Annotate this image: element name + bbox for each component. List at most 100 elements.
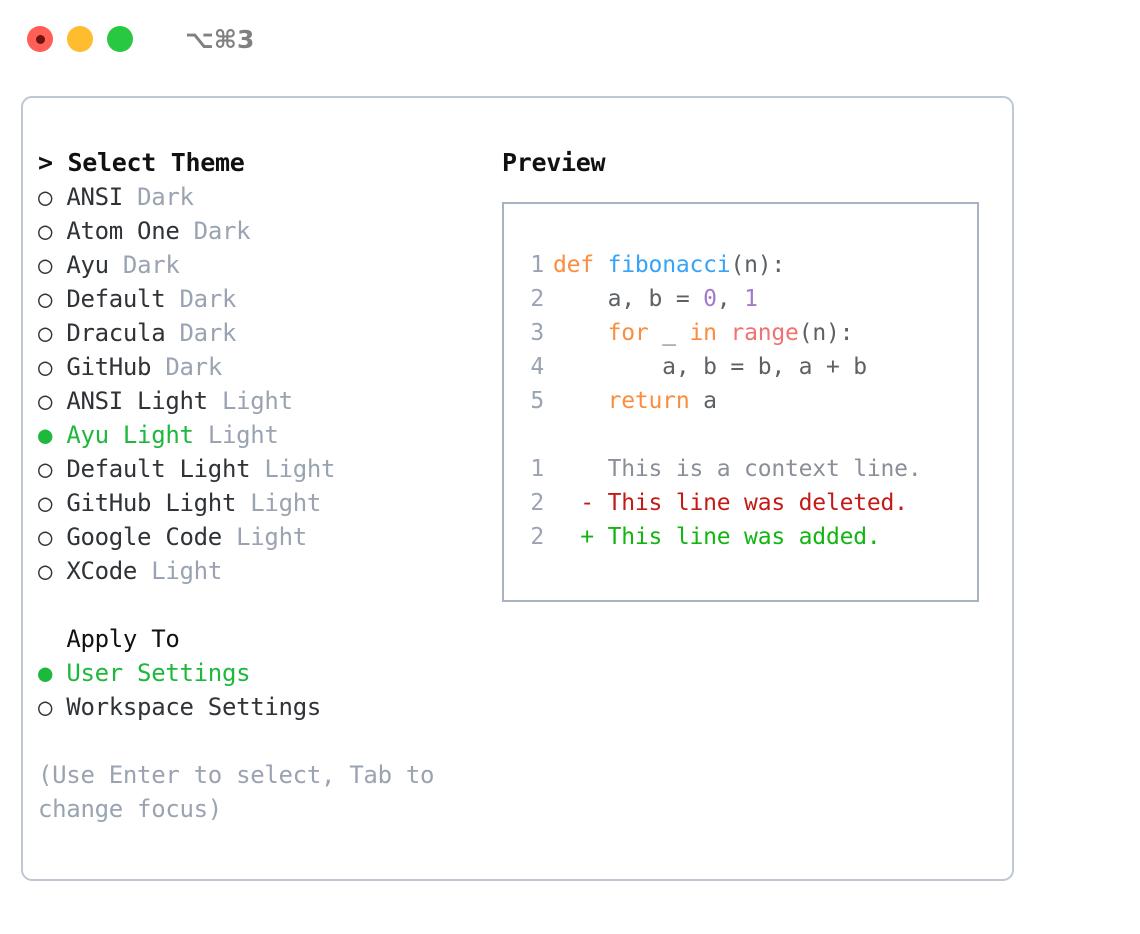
code-token: a, b = bbox=[553, 286, 704, 312]
theme-option-item-label: Ayu bbox=[66, 251, 109, 279]
radio-unselected-icon: ○ bbox=[38, 523, 53, 551]
line-number: 2 bbox=[530, 286, 544, 312]
maximize-button[interactable] bbox=[107, 26, 133, 52]
theme-option-item[interactable]: ○ XCode Light bbox=[38, 554, 478, 588]
radio-unselected-icon: ○ bbox=[38, 251, 53, 279]
theme-option-item-label: Google Code bbox=[66, 523, 222, 551]
diff-line-add: 2 + This line was added. bbox=[522, 520, 977, 554]
theme-option-item-variant: Light bbox=[264, 455, 336, 483]
radio-unselected-icon: ○ bbox=[38, 319, 53, 347]
apply-to-heading: Apply To bbox=[38, 622, 478, 656]
apply-to-option-item[interactable]: ○ Workspace Settings bbox=[38, 690, 478, 724]
title-bar: ⌥⌘3 bbox=[0, 0, 1140, 78]
code-line: 4 a, b = b, a + b bbox=[522, 350, 977, 384]
code-line: 5 return a bbox=[522, 384, 977, 418]
code-token: , bbox=[716, 286, 745, 312]
select-theme-heading: > Select Theme bbox=[38, 146, 478, 180]
window-controls bbox=[27, 26, 147, 52]
radio-unselected-icon: ○ bbox=[38, 693, 53, 721]
theme-option-item-label: Ayu Light bbox=[66, 421, 194, 449]
theme-option-item[interactable]: ○ Atom One Dark bbox=[38, 214, 478, 248]
diff-line-text: - This line was deleted. bbox=[553, 490, 908, 516]
code-diff-spacer bbox=[522, 418, 977, 452]
preview-heading: Preview bbox=[502, 148, 606, 177]
theme-selector-dialog: > Select Theme ○ ANSI Dark○ Atom One Dar… bbox=[21, 96, 1014, 881]
line-number: 5 bbox=[530, 388, 544, 414]
theme-option-item-label: ANSI Light bbox=[66, 387, 208, 415]
theme-option-item[interactable]: ● Ayu Light Light bbox=[38, 418, 478, 452]
theme-option-item-label: GitHub Light bbox=[66, 489, 237, 517]
section-spacer bbox=[38, 588, 478, 622]
code-token: 1 bbox=[744, 286, 758, 312]
line-number: 2 bbox=[530, 490, 544, 516]
theme-option-item[interactable]: ○ Default Dark bbox=[38, 282, 478, 316]
minimize-button[interactable] bbox=[67, 26, 93, 52]
apply-to-option-list: ● User Settings○ Workspace Settings bbox=[38, 656, 478, 724]
code-token: fibonacci bbox=[607, 252, 731, 278]
code-token: return bbox=[607, 388, 690, 414]
theme-option-item-label: ANSI bbox=[66, 183, 123, 211]
code-token: for bbox=[607, 320, 649, 346]
line-number: 3 bbox=[530, 320, 544, 346]
code-token: def bbox=[553, 252, 594, 278]
radio-selected-icon: ● bbox=[38, 421, 53, 449]
diff-sample: 1 This is a context line. 2 - This line w… bbox=[522, 452, 977, 554]
code-token: (n): bbox=[730, 252, 786, 278]
radio-unselected-icon: ○ bbox=[38, 183, 53, 211]
radio-unselected-icon: ○ bbox=[38, 353, 53, 381]
code-token: range bbox=[730, 320, 799, 346]
theme-option-item-variant: Dark bbox=[137, 183, 194, 211]
theme-option-item[interactable]: ○ ANSI Light Light bbox=[38, 384, 478, 418]
theme-option-item[interactable]: ○ Default Light Light bbox=[38, 452, 478, 486]
theme-option-item[interactable]: ○ Dracula Dark bbox=[38, 316, 478, 350]
apply-to-option-item-label: Workspace Settings bbox=[66, 693, 321, 721]
line-number: 2 bbox=[530, 524, 544, 550]
radio-unselected-icon: ○ bbox=[38, 557, 53, 585]
line-number: 1 bbox=[530, 456, 544, 482]
code-token bbox=[717, 320, 731, 346]
apply-to-option-item[interactable]: ● User Settings bbox=[38, 656, 478, 690]
radio-unselected-icon: ○ bbox=[38, 455, 53, 483]
radio-unselected-icon: ○ bbox=[38, 489, 53, 517]
theme-option-item-variant: Dark bbox=[179, 319, 237, 347]
close-button[interactable] bbox=[27, 26, 53, 52]
code-token: 0 bbox=[703, 286, 717, 312]
theme-option-item[interactable]: ○ Google Code Light bbox=[38, 520, 478, 554]
theme-option-item-variant: Light bbox=[250, 489, 322, 517]
diff-line-ctx: 1 This is a context line. bbox=[522, 452, 977, 486]
prompt-caret: > bbox=[38, 148, 53, 177]
code-line: 3 for _ in range(n): bbox=[522, 316, 977, 350]
keyboard-hint-text: (Use Enter to select, Tab to change focu… bbox=[38, 761, 435, 823]
theme-option-item-variant: Light bbox=[207, 421, 279, 449]
code-token: a bbox=[689, 388, 717, 414]
theme-option-item-label: Default Light bbox=[66, 455, 251, 483]
code-token: a, b = b, a + b bbox=[553, 354, 867, 380]
diff-line-text: + This line was added. bbox=[553, 524, 881, 550]
theme-option-item-variant: Light bbox=[151, 557, 222, 585]
code-line: 2 a, b = 0, 1 bbox=[522, 282, 977, 316]
theme-option-item[interactable]: ○ GitHub Dark bbox=[38, 350, 478, 384]
radio-unselected-icon: ○ bbox=[38, 217, 53, 245]
theme-option-item-label: XCode bbox=[66, 557, 138, 585]
theme-option-item-variant: Dark bbox=[193, 217, 251, 245]
radio-selected-icon: ● bbox=[38, 659, 53, 687]
theme-option-item[interactable]: ○ Ayu Dark bbox=[38, 248, 478, 282]
theme-option-list: ○ ANSI Dark○ Atom One Dark○ Ayu Dark○ De… bbox=[38, 180, 478, 588]
theme-option-item[interactable]: ○ GitHub Light Light bbox=[38, 486, 478, 520]
theme-option-item-label: Dracula bbox=[66, 319, 166, 347]
theme-option-item-variant: Light bbox=[221, 387, 293, 415]
theme-option-item-label: Atom One bbox=[66, 217, 180, 245]
theme-option-item-variant: Light bbox=[236, 523, 307, 551]
apply-to-title: Apply To bbox=[66, 625, 180, 653]
code-token: in bbox=[689, 320, 717, 346]
theme-option-item[interactable]: ○ ANSI Dark bbox=[38, 180, 478, 214]
code-token bbox=[594, 252, 608, 278]
code-token bbox=[553, 388, 608, 414]
radio-unselected-icon: ○ bbox=[38, 387, 53, 415]
close-button-dot-icon bbox=[35, 34, 45, 44]
code-token: _ bbox=[648, 320, 690, 346]
